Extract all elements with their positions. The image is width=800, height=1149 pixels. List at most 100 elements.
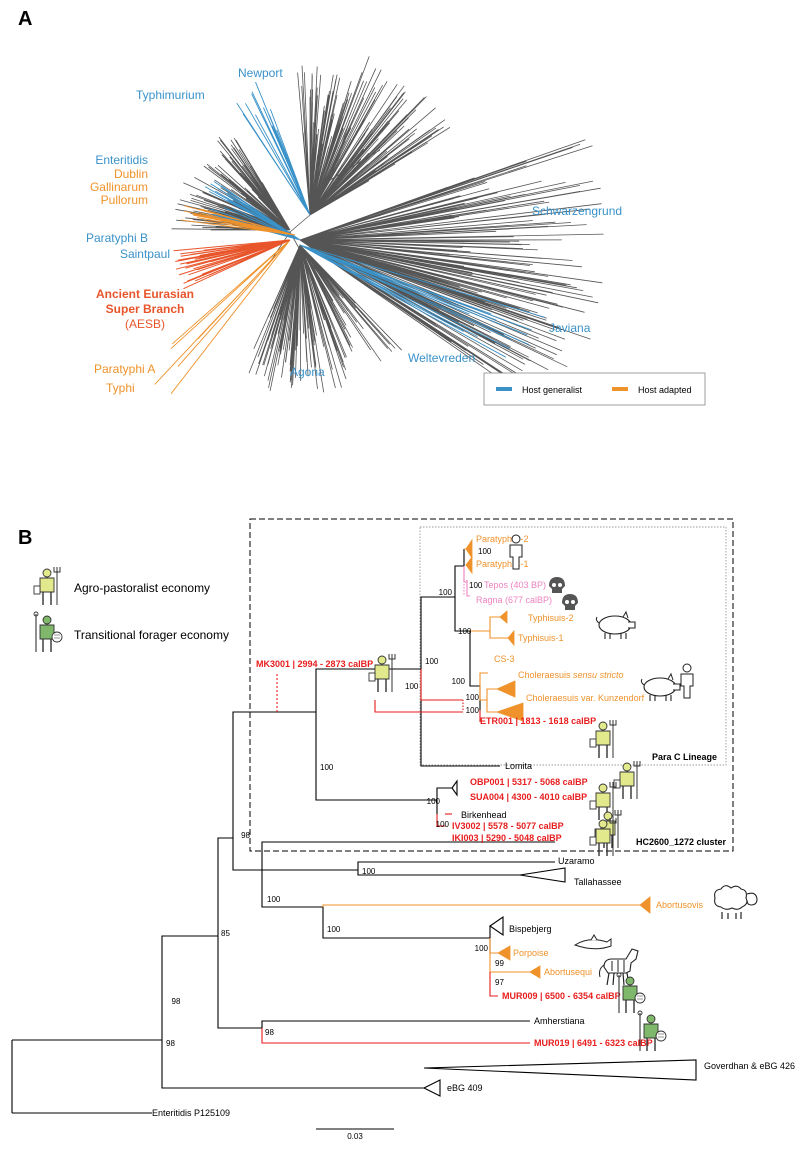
forager-economy-icon [33, 611, 63, 653]
forager-economy-icon [616, 972, 646, 1014]
collapsed-clades-orange [465, 538, 651, 979]
porpoise-icon [574, 934, 612, 950]
taxon-typhisuis2: Typhisuis-2 [528, 613, 574, 623]
label-dublin: Dublin [114, 167, 148, 181]
fan-top [309, 56, 451, 216]
fan-newport [297, 65, 352, 216]
clade-choleraesuis-k [495, 702, 524, 722]
taxon-ebg409: eBG 409 [447, 1083, 483, 1093]
tree-branch [248, 244, 402, 393]
bootstrap-upper-big: 100 [425, 657, 439, 666]
bootstrap-root98: 98 [241, 831, 250, 840]
fan-orange-adapted [154, 205, 296, 395]
bootstrap-lower-mid: 100 [267, 895, 281, 904]
taxon-goverdhan: Goverdhan & eBG 426 [704, 1061, 795, 1071]
taxon-abortusequi: Abortusequi [544, 967, 592, 977]
bootstrap-mk-clade: 100 [405, 682, 419, 691]
taxon-tallahassee: Tallahassee [574, 877, 622, 887]
clade-paratyphic1 [465, 555, 473, 575]
label-aesb-line1: Ancient Eurasian [96, 287, 194, 301]
bootstrap-chol-upper: 100 [452, 677, 466, 686]
tree-branch [173, 239, 291, 290]
legend-adapted-label: Host adapted [638, 385, 692, 395]
taxon-birkenhead: Birkenhead [461, 810, 507, 820]
bootstrap-parac-lineage: 100 [466, 706, 480, 715]
taxon-mk3001: MK3001 | 2994 - 2873 calBP [256, 659, 373, 669]
taxon-mur019: MUR019 | 6491 - 6323 calBP [534, 1038, 653, 1048]
bootstrap-tepos-ragna: 100 [469, 581, 483, 590]
bootstrap-bisp: 100 [475, 944, 489, 953]
taxon-cs3: CS-3 [494, 654, 515, 664]
parac-lineage-box [419, 526, 727, 766]
forager-economy-label: Transitional forager economy [74, 628, 229, 642]
taxon-sua004: SUA004 | 4300 - 4010 calBP [470, 792, 587, 802]
taxon-porpoise: Porpoise [513, 948, 549, 958]
tree-branch [299, 244, 545, 358]
taxon-iv3002: IV3002 | 5578 - 5077 calBP [452, 821, 564, 831]
bootstrap-uz-tal: 100 [362, 867, 376, 876]
parac-lineage-label: Para C Lineage [652, 752, 717, 762]
skull-icon [549, 577, 565, 593]
label-weltevreden: Weltevreden [408, 351, 475, 365]
fan-bottom [248, 244, 402, 393]
label-javiana: Javiana [549, 321, 591, 335]
scale-bar: 0.03 [316, 1128, 394, 1141]
clade-typhisuis1 [507, 629, 515, 647]
label-aesb-line3: (AESB) [125, 317, 165, 331]
label-paratyphi-b: Paratyphi B [86, 231, 148, 245]
bootstrap-iv-iki: 100 [436, 820, 450, 829]
taxon-ragna: Ragna (677 calBP) [476, 595, 552, 605]
clade-choleraesuis-ss [496, 680, 516, 698]
label-aesb-line2: Super Branch [106, 302, 185, 316]
clade-birkenhead [451, 779, 458, 797]
bootstrap-abequi: 97 [495, 978, 504, 987]
clade-goverdhan [423, 1059, 697, 1081]
clade-paratyphic2 [465, 538, 473, 560]
tree-branch [180, 205, 296, 236]
unrooted-tree-dark [171, 56, 604, 401]
label-enteritidis: Enteritidis [95, 153, 148, 167]
bootstrap-n100-mk: 100 [320, 763, 334, 772]
label-newport: Newport [238, 66, 283, 80]
pig-icon [595, 611, 636, 640]
taxon-iki003: IKI003 | 5290 - 5048 calBP [452, 833, 562, 843]
legend-box [483, 372, 706, 406]
taxon-etr001: ETR001 | 1813 - 1618 calBP [480, 716, 596, 726]
tree-branch [309, 56, 451, 216]
taxon-mur009: MUR009 | 6500 - 6354 calBP [502, 991, 621, 1001]
bootstrap-n98b: 98 [166, 1039, 175, 1048]
bootstrap-abort: 100 [327, 925, 341, 934]
clade-abortusovis [639, 896, 651, 914]
clade-ebg409 [422, 1079, 441, 1097]
tree-branch [299, 139, 604, 401]
bootstrap-n85: 85 [221, 929, 230, 938]
human-icon [680, 663, 694, 699]
agro-economy-icon [33, 566, 61, 606]
label-paratyphi-a: Paratyphi A [94, 362, 155, 376]
bootstrap-typhisuis: 100 [458, 627, 472, 636]
taxon-obp001: OBP001 | 5317 - 5068 calBP [470, 777, 588, 787]
panel-a-labels: Newport Typhimurium Enteritidis Dublin G… [86, 66, 622, 395]
panel-a-letter: A [18, 8, 32, 30]
bootstrap-amh: 98 [265, 1028, 274, 1037]
clade-typhisuis2 [499, 610, 508, 624]
economy-legend: Agro-pastoralist economy Transitional fo… [33, 566, 229, 653]
taxon-labels: ParatyphiC-2 ParatyphiC-1 Tepos (403 BP)… [152, 534, 795, 1118]
scale-bar-label: 0.03 [347, 1132, 363, 1141]
tree-orange-branches [322, 548, 640, 973]
label-schwarzengrund: Schwarzengrund [532, 204, 622, 218]
bootstrap-porp: 99 [495, 959, 504, 968]
taxon-uzaramo: Uzaramo [558, 856, 595, 866]
tree-branch [297, 65, 352, 216]
taxon-paratyphic2: ParatyphiC-2 [476, 534, 529, 544]
hc2600-cluster-box [249, 518, 734, 852]
bootstrap-pc-clade: 100 [478, 547, 492, 556]
taxon-amherstiana: Amherstiana [534, 1016, 585, 1026]
taxon-lomita: Lomita [505, 761, 532, 771]
bootstrap-values: 100 100 100 100 100 100 100 100 100 100 … [166, 547, 504, 1048]
taxon-paratyphic1: ParatyphiC-1 [476, 559, 529, 569]
agro-economy-label: Agro-pastoralist economy [74, 581, 210, 595]
clade-porpoise [497, 945, 511, 961]
hc2600-cluster-label: HC2600_1272 cluster [636, 837, 727, 847]
